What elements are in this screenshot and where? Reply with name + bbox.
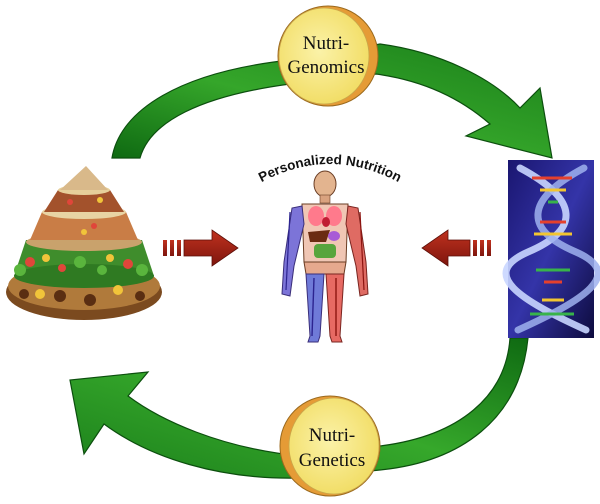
nutrigenomics-node: Nutri- Genomics: [277, 5, 379, 107]
nutrigenetics-label-line1: Nutri-: [309, 425, 355, 446]
arrow-food-to-body: [163, 229, 239, 267]
top-cycle-arrow: [111, 43, 553, 159]
arrow-dna-to-body: [421, 229, 491, 267]
dna-helix-image: [502, 160, 600, 338]
nutrigenomics-label-line1: Nutri-: [303, 33, 349, 54]
human-body-figure: [281, 170, 369, 343]
nutrigenetics-label-line2: Genetics: [299, 450, 365, 471]
nutrigenomics-label-line2: Genomics: [287, 57, 364, 78]
nutrigenetics-node: Nutri- Genetics: [279, 395, 381, 497]
food-pyramid-image: [6, 166, 162, 320]
bottom-cycle-arrow: [69, 337, 529, 479]
